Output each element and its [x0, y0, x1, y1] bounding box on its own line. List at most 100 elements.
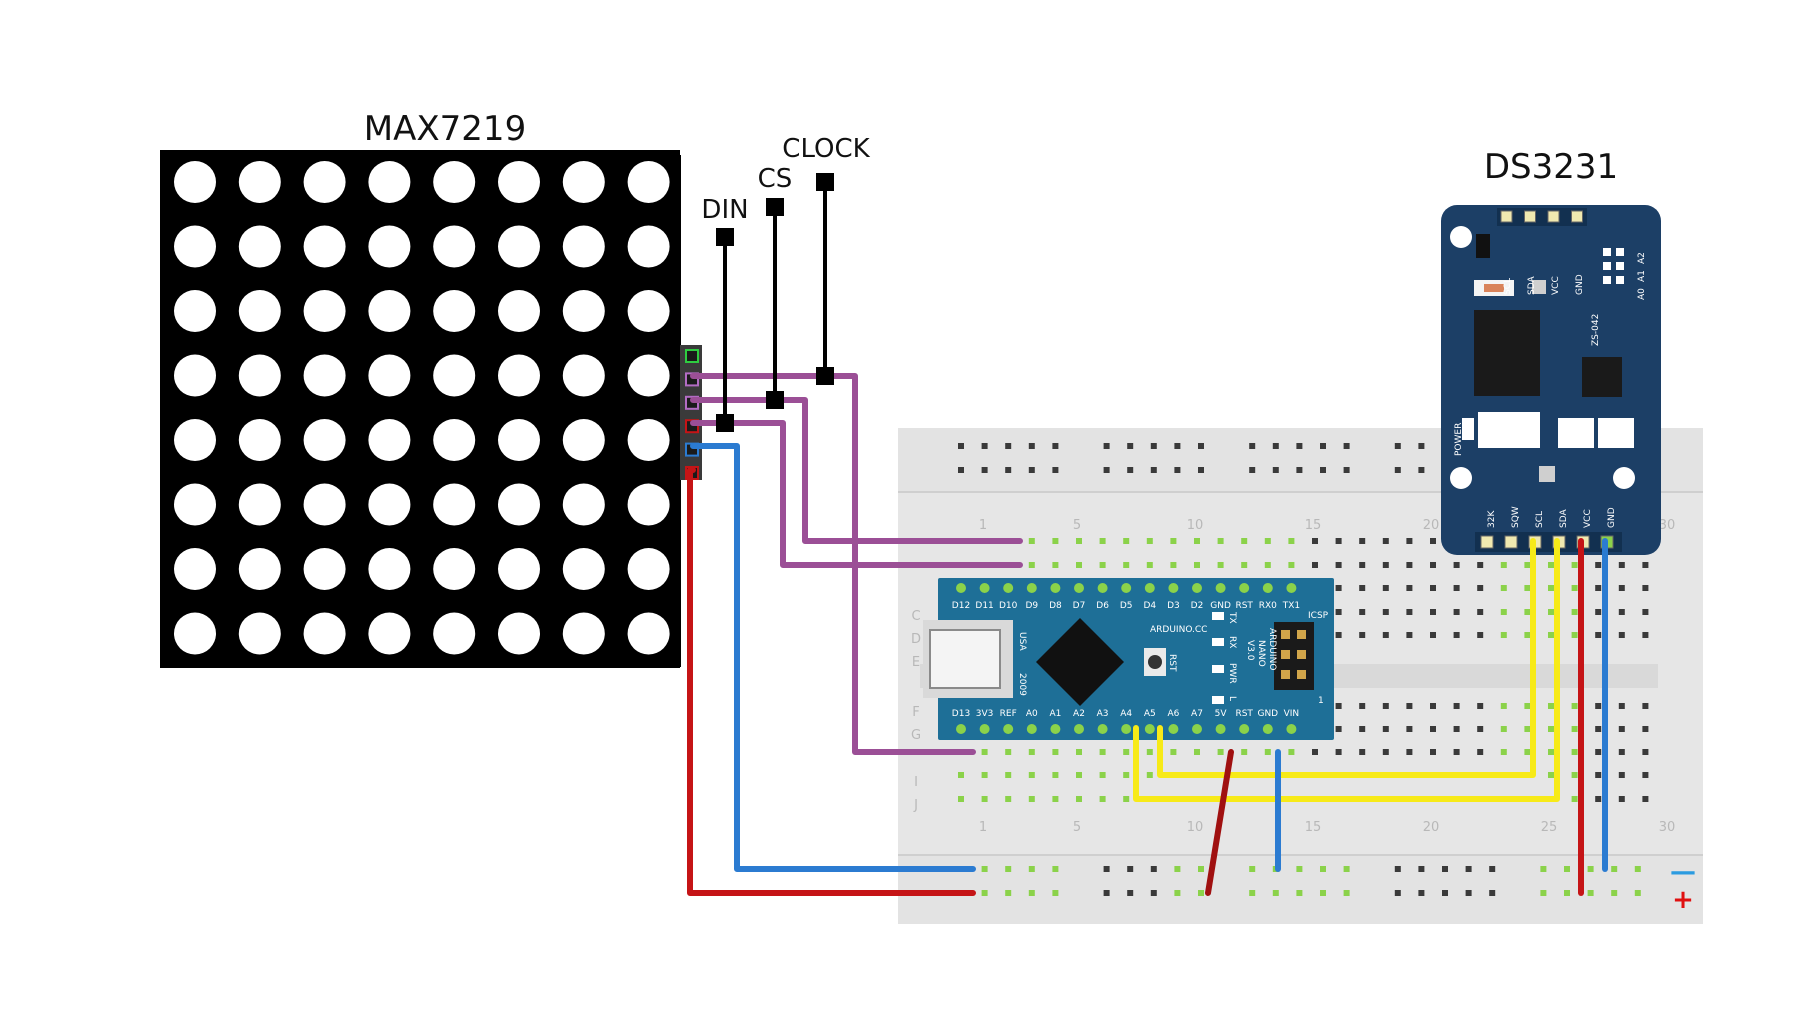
breadboard-hole	[1099, 749, 1106, 755]
resistor-body	[1484, 284, 1504, 292]
breadboard-hole	[1418, 467, 1425, 473]
breadboard-hole	[1150, 890, 1157, 896]
breadboard-hole	[1312, 538, 1318, 544]
nano-bottom-pin-label: 3V3	[976, 709, 994, 719]
breadboard-hole	[1296, 467, 1303, 473]
breadboard-hole	[1076, 562, 1082, 568]
breadboard-hole	[1103, 467, 1110, 473]
breadboard-hole	[1611, 866, 1618, 872]
breadboard-hole	[1500, 703, 1507, 709]
breadboard-hole	[1127, 467, 1134, 473]
rtc-bottom-pin	[1504, 535, 1518, 549]
rtc-bottom-label-scl: SCL	[1535, 511, 1545, 528]
col-number-15-bottom: 15	[1305, 820, 1322, 835]
breadboard-hole	[1382, 703, 1389, 709]
breadboard-hole	[1618, 609, 1625, 615]
matrix-led	[174, 548, 216, 590]
nano-bottom-pin-label: 5V	[1215, 709, 1228, 719]
rtc-hole-1	[1450, 226, 1472, 248]
breadboard-hole	[1194, 538, 1200, 544]
breadboard-hole	[1453, 726, 1460, 732]
breadboard-hole	[1489, 866, 1496, 872]
breadboard-hole	[1618, 726, 1625, 732]
breadboard-hole	[1430, 585, 1436, 591]
nano-top-pin-label: D7	[1073, 601, 1086, 611]
breadboard-hole	[1249, 443, 1256, 449]
breadboard-hole	[1500, 726, 1507, 732]
breadboard-hole	[1359, 726, 1366, 732]
nano-bottom-pin-label: A0	[1026, 709, 1038, 719]
matrix-led	[433, 548, 476, 590]
breadboard-hole	[1394, 443, 1401, 449]
breadboard-hole	[958, 443, 964, 449]
matrix-led	[433, 354, 476, 397]
nano-bottom-pin-label: A3	[1097, 709, 1109, 719]
label-led-rx: RX	[1227, 636, 1237, 648]
breadboard-hole	[1618, 562, 1625, 568]
breadboard-hole	[1146, 772, 1153, 778]
matrix-led	[368, 548, 411, 590]
nano-top-pin	[1121, 583, 1132, 593]
nano-top-pin	[1286, 583, 1297, 593]
breadboard-hole	[1595, 609, 1602, 615]
breadboard-hole	[1465, 866, 1472, 872]
rtc-model: ZS-042	[1591, 314, 1601, 346]
rtc-address-a1: A1	[1637, 270, 1647, 282]
breadboard-hole	[1028, 796, 1035, 802]
breadboard-hole	[1170, 562, 1177, 568]
breadboard-hole	[1406, 749, 1413, 755]
col-number-1: 1	[979, 518, 987, 533]
component-block	[1478, 412, 1540, 448]
breadboard-hole	[1587, 890, 1594, 896]
reset-button-cap[interactable]	[1148, 655, 1162, 669]
nano-top-pin	[1262, 583, 1273, 593]
breadboard-hole	[1477, 749, 1484, 755]
breadboard-hole	[1335, 749, 1342, 755]
breadboard-hole	[1005, 772, 1012, 778]
breadboard-hole	[1453, 632, 1460, 638]
nano-bottom-pin-label: A7	[1191, 709, 1203, 719]
col-number-20-bottom: 20	[1423, 820, 1440, 835]
breadboard-hole	[1005, 443, 1012, 449]
matrix-led	[303, 290, 346, 332]
breadboard-hole	[1272, 443, 1279, 449]
breadboard-hole	[1146, 538, 1153, 544]
col-number-10: 10	[1187, 518, 1204, 533]
rtc-top-pin	[1524, 210, 1536, 223]
wire-scl	[1157, 538, 1536, 778]
usb-port	[929, 629, 1001, 689]
breadboard-hole	[1382, 562, 1389, 568]
breadboard-hole	[1288, 562, 1295, 568]
breadboard-hole	[1335, 632, 1342, 638]
nano-bottom-pin	[979, 724, 990, 734]
breadboard-hole	[1359, 703, 1366, 709]
breadboard-hole	[1272, 890, 1279, 896]
breadboard-hole	[1174, 443, 1181, 449]
nano-bottom-pin	[1262, 724, 1273, 734]
breadboard-hole	[1453, 585, 1460, 591]
breadboard-hole	[1335, 562, 1342, 568]
breadboard-hole	[1430, 538, 1436, 544]
clock-label: CLOCK	[782, 134, 870, 164]
breadboard-hole	[1540, 890, 1547, 896]
breadboard-hole	[1634, 866, 1641, 872]
breadboard-hole	[1052, 796, 1059, 802]
breadboard-hole	[1170, 749, 1177, 755]
din-junction-marker	[716, 414, 734, 432]
wire-sda	[1133, 538, 1560, 802]
breadboard-hole	[1241, 562, 1248, 568]
breadboard-hole	[1406, 703, 1413, 709]
breadboard-hole	[981, 443, 988, 449]
matrix-led	[174, 354, 216, 397]
rtc-bottom-label-sda: SDA	[1559, 509, 1569, 528]
rtc-address-pad	[1616, 262, 1624, 270]
breadboard-hole	[1548, 632, 1554, 638]
rtc-bottom-label-sqw: SQW	[1511, 506, 1521, 528]
nano-bottom-pin-label: RST	[1235, 709, 1253, 719]
nano-bottom-pin	[1050, 724, 1061, 734]
matrix-led	[303, 225, 346, 268]
matrix-led	[303, 612, 346, 655]
breadboard-hole	[1076, 796, 1082, 802]
breadboard-hole	[1335, 538, 1342, 544]
breadboard-hole	[981, 796, 988, 802]
